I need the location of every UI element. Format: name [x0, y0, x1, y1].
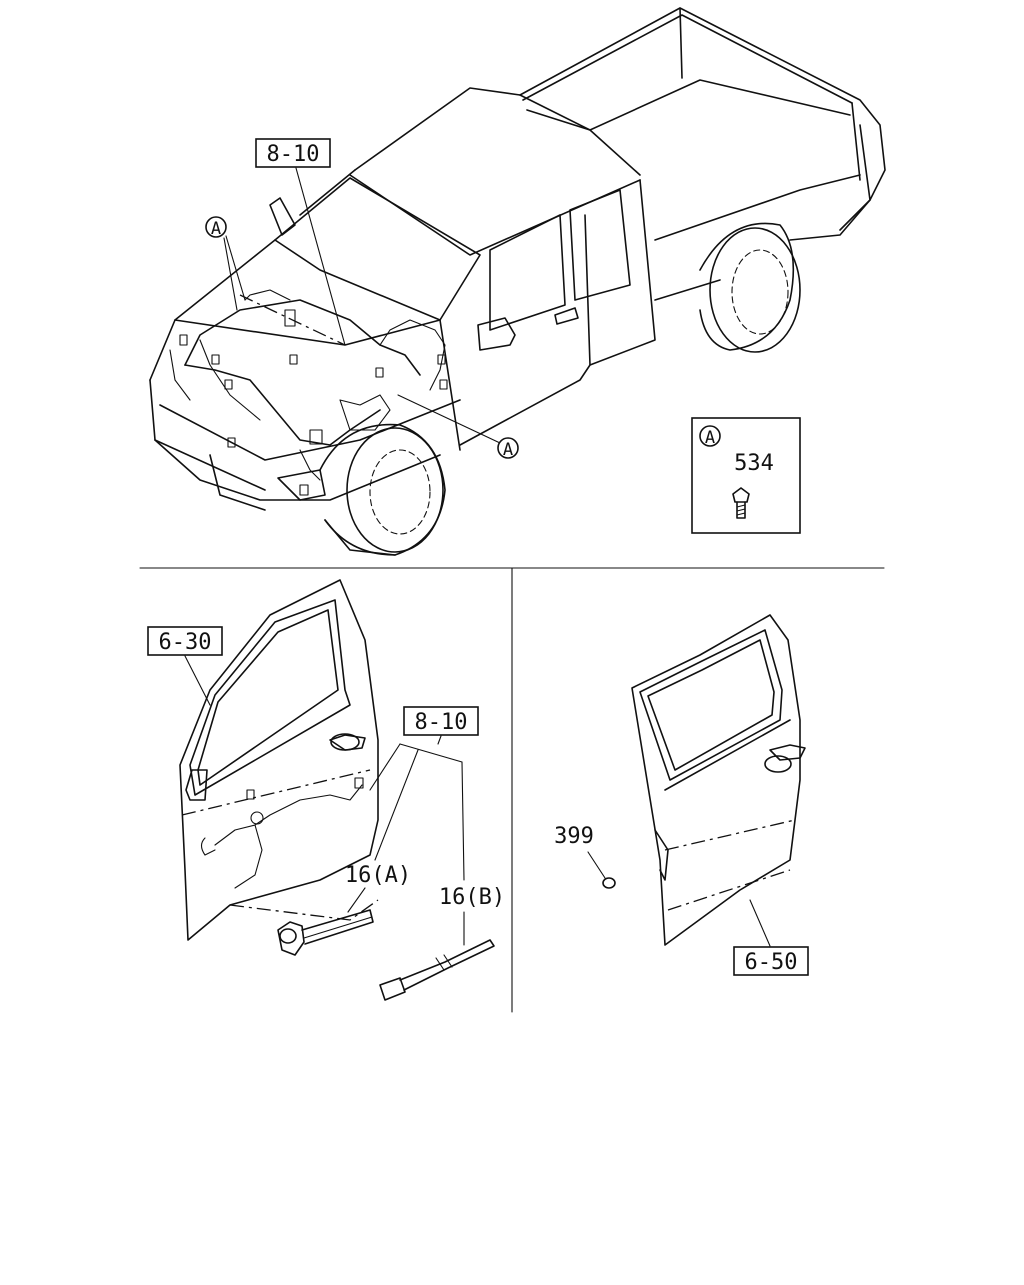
- front-door-illustration: [179, 579, 379, 941]
- part-16b: 16(B): [379, 885, 505, 1001]
- grommet-icon: [602, 877, 616, 889]
- ref-box-front-door: [147, 626, 223, 656]
- callout-rear-door: 6-50: [733, 899, 809, 976]
- bolt-icon: [732, 487, 750, 519]
- part-16a: 16(A): [277, 863, 411, 956]
- ref-box-top-harness: [255, 138, 331, 168]
- callout-door-harness: 8-10: [369, 706, 479, 881]
- ref-box-door-harness: [403, 706, 479, 736]
- callout-a-right: A: [397, 394, 519, 460]
- part-399: 399: [554, 824, 616, 889]
- ref-label-rear-door: 6-50: [745, 950, 798, 975]
- callout-circle-a-top: [205, 216, 227, 238]
- callout-a-top: A: [205, 216, 246, 311]
- inset-part-number: 534: [734, 451, 774, 476]
- inset-circle-a: [699, 425, 721, 447]
- callout-circle-a-right: [497, 437, 519, 459]
- callout-front-door: 6-30: [147, 626, 223, 706]
- ref-box-rear-door: [733, 946, 809, 976]
- part-label-16b: 16(B): [439, 885, 505, 910]
- part-label-16a: 16(A): [345, 863, 411, 888]
- inset-detail-a: A 534: [691, 417, 801, 534]
- callout-top-harness: 8-10: [255, 138, 346, 346]
- pickup-truck-illustration: [149, 7, 886, 556]
- ref-label-door-harness: 8-10: [415, 710, 468, 735]
- connector-16a-icon: [277, 909, 374, 956]
- ref-label-front-door: 6-30: [159, 630, 212, 655]
- ref-label-top-harness: 8-10: [267, 142, 320, 167]
- callout-letter-a-top: A: [211, 219, 221, 239]
- part-label-399: 399: [554, 824, 594, 849]
- inset-letter-a: A: [705, 428, 715, 448]
- callout-letter-a-right: A: [503, 440, 513, 460]
- connector-16b-icon: [379, 939, 495, 1001]
- rear-door-illustration: [631, 614, 806, 946]
